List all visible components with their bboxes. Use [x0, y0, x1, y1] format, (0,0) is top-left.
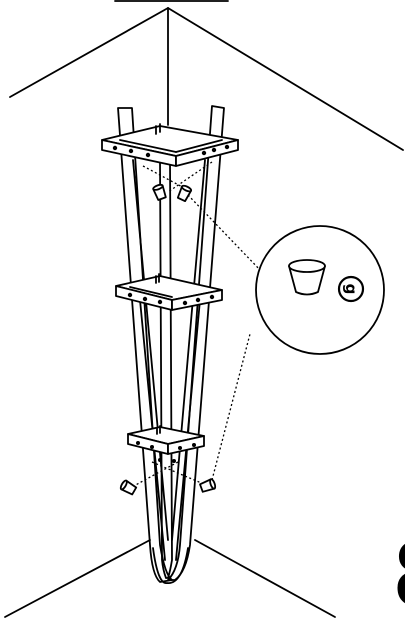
stand-legs [117, 105, 225, 584]
part-g-badge: g [337, 275, 365, 303]
leg-back [159, 159, 173, 579]
leader-bottom-1 [151, 461, 207, 486]
leg-inner-line-4 [175, 299, 201, 561]
bracket-mark [156, 425, 161, 435]
shelf-bottom-front-right [167, 435, 205, 455]
screw [158, 458, 162, 462]
parts-callout: g [255, 225, 385, 355]
step-number: 8 [392, 523, 405, 619]
shelf-middle [115, 273, 223, 311]
callout-circle [255, 225, 385, 355]
wall-edge-right [167, 7, 404, 151]
room-corner [4, 0, 404, 618]
shelf-top [101, 123, 239, 167]
foot-cap [199, 478, 217, 493]
wall-edge-left [9, 7, 169, 98]
screw [142, 296, 148, 302]
leg-bottom-curve [152, 547, 189, 584]
part-label: g [342, 284, 360, 295]
screw [128, 148, 134, 154]
foot-caps [119, 183, 217, 496]
leg-inner-line-1 [132, 159, 169, 541]
foot-cap [176, 184, 193, 203]
screw [195, 297, 201, 303]
shelf-bottom [127, 425, 205, 463]
leader-bottom-2 [129, 461, 179, 489]
foot-cap [152, 183, 167, 201]
screw [145, 152, 151, 158]
screw [201, 150, 207, 156]
floor-edge-left [4, 539, 151, 618]
leg-inner-line-2 [171, 159, 206, 541]
bracket-mark [155, 273, 160, 284]
screw [192, 443, 196, 447]
screw [178, 446, 182, 450]
leader-to-callout-bottom [211, 333, 251, 481]
screw [150, 445, 154, 449]
shelf-top-inner-edge [119, 139, 177, 153]
shelf-middle-inner-edge [129, 286, 173, 298]
shelf-top-front-right [175, 139, 239, 167]
screw [112, 145, 118, 151]
screw [172, 459, 176, 463]
screw [127, 292, 133, 298]
bracket-mark [155, 123, 161, 135]
foot-cap-detail [288, 259, 326, 296]
screw [136, 441, 140, 445]
screw [157, 299, 163, 305]
screw [211, 147, 217, 153]
screw [209, 294, 215, 300]
foot-cap [119, 479, 138, 496]
shelf-top-inner-edge-2 [175, 139, 223, 153]
floor-edge-right [194, 539, 336, 618]
screw [224, 144, 230, 150]
screw [182, 300, 188, 306]
leader-top-1 [142, 165, 189, 191]
leader-lines [129, 161, 263, 489]
